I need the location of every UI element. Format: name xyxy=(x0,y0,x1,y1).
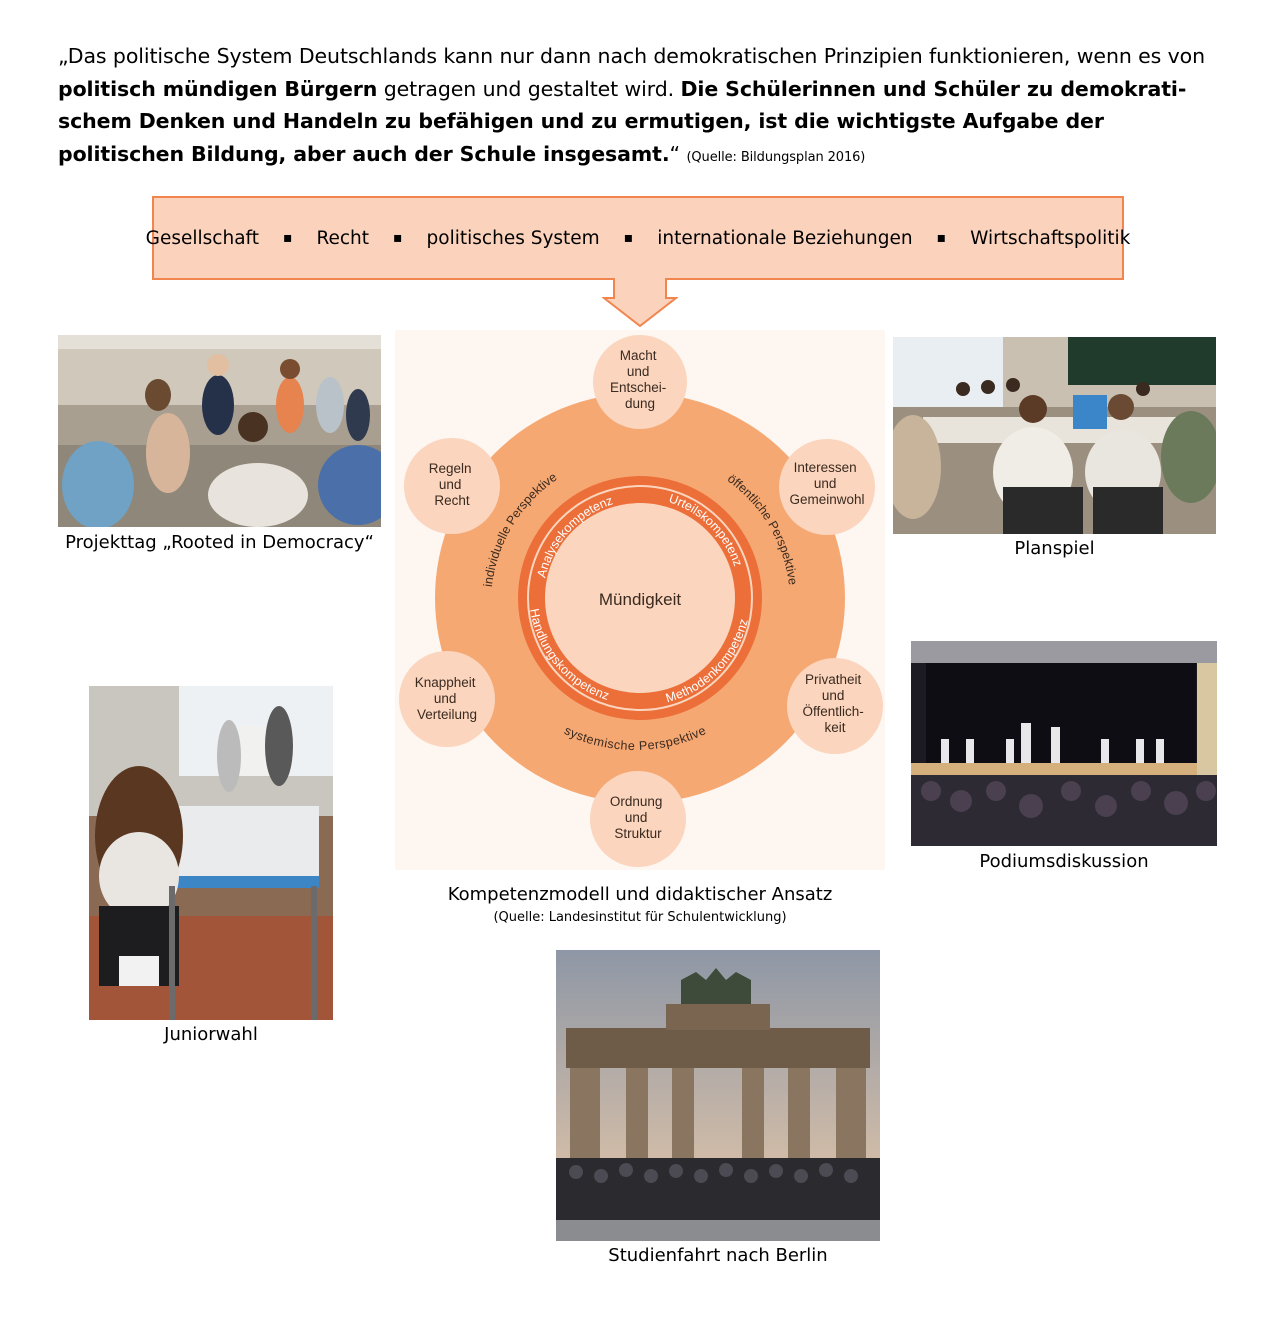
svg-text:Interessen und Gem: Interessen und Gemeinwohl xyxy=(789,460,864,507)
topic-separator: ▪ xyxy=(936,230,947,246)
bubble-ordnung-line: Struktur xyxy=(614,826,662,841)
bubble-privatheit-line: und xyxy=(822,688,845,703)
quote-close-mark: “ xyxy=(669,141,687,166)
model-source: (Quelle: Landesinstitut für Schulentwick… xyxy=(493,910,787,925)
quote-text-middle: getragen und gestaltet wird. xyxy=(377,76,681,101)
topic-internationale-beziehungen: internationale Beziehungen xyxy=(657,227,913,249)
bubble-macht: Macht und Entschei- dung xyxy=(593,335,687,429)
bubble-macht-line: und xyxy=(627,364,650,379)
caption-planspiel: Planspiel xyxy=(1014,538,1095,559)
topic-wirtschaftspolitik: Wirtschaftspolitik xyxy=(970,227,1131,249)
bubble-macht-line: Macht xyxy=(620,348,657,363)
topic-separator: ▪ xyxy=(282,230,293,246)
caption-podium: Podiumsdiskussion xyxy=(979,851,1149,872)
bubble-knappheit: Knappheit und Verteilung xyxy=(399,651,495,747)
topic-recht: Recht xyxy=(316,227,370,249)
bubble-interessen-line: Gemeinwohl xyxy=(789,492,864,507)
bubble-privatheit: Privatheit und Öffentlich- keit xyxy=(787,658,883,754)
photo-podium xyxy=(911,641,1217,846)
svg-text:Ordnung und Strukt: Ordnung und Struktur xyxy=(610,794,666,841)
bubble-privatheit-line: Privatheit xyxy=(805,672,862,687)
topic-separator: ▪ xyxy=(623,230,634,246)
svg-text:Privatheit und Öff: Privatheit und Öffentlich- keit xyxy=(802,672,867,735)
quote-bold-phrase: politisch mündigen Bürgern xyxy=(58,76,378,101)
topic-politisches-system: politisches System xyxy=(426,227,600,249)
bubble-regeln-line: Regeln xyxy=(429,461,472,476)
bubble-macht-line: dung xyxy=(625,396,655,411)
quote-source: (Quelle: Bildungsplan 2016) xyxy=(686,149,866,165)
topic-separator: ▪ xyxy=(393,230,403,246)
kompetenzmodell-diagram: Mündigkeit Analysekompetenz Urteilskompe… xyxy=(395,330,885,870)
photo-planspiel xyxy=(893,337,1216,534)
bubble-interessen-line: Interessen xyxy=(794,460,857,475)
bubble-privatheit-line: keit xyxy=(824,720,845,735)
bubble-regeln-line: und xyxy=(439,477,462,492)
topics-box: Gesellschaft ▪ Recht ▪ politisches Syste… xyxy=(146,196,1130,280)
topic-gesellschaft: Gesellschaft xyxy=(145,227,259,249)
bubble-ordnung: Ordnung und Struktur xyxy=(590,771,686,867)
bubble-interessen-line: und xyxy=(814,476,837,491)
center-label: Mündigkeit xyxy=(599,590,681,609)
bubble-knappheit-line: Knappheit xyxy=(415,675,476,690)
svg-text:Knappheit und Vert: Knappheit und Verteilung xyxy=(415,675,480,722)
photo-berlin xyxy=(556,950,880,1241)
quote-bold-sentence: Die Schülerinnen und Schüler zu demokrat… xyxy=(58,76,1187,166)
center-circle xyxy=(545,503,735,693)
bubble-ordnung-line: und xyxy=(625,810,648,825)
bubble-privatheit-line: Öffentlich- xyxy=(802,704,863,719)
intro-quote: „Das politische System Deutschlands kann… xyxy=(58,40,1208,174)
bubble-regeln-line: Recht xyxy=(434,493,470,508)
bubble-knappheit-line: Verteilung xyxy=(417,707,477,722)
bubble-interessen: Interessen und Gemeinwohl xyxy=(779,439,875,535)
caption-juniorwahl: Juniorwahl xyxy=(164,1024,258,1045)
caption-berlin: Studienfahrt nach Berlin xyxy=(608,1245,828,1266)
caption-projekttag: Projekttag „Rooted in Democracy“ xyxy=(65,532,374,553)
bubble-macht-line: Entschei- xyxy=(610,380,666,395)
model-caption: Kompetenzmodell und didaktischer Ansatz xyxy=(447,884,833,905)
bubble-knappheit-line: und xyxy=(434,691,457,706)
bubble-ordnung-line: Ordnung xyxy=(610,794,663,809)
bubble-regeln: Regeln und Recht xyxy=(404,438,500,534)
photo-projekttag xyxy=(58,335,381,527)
svg-text:Regeln und Recht: Regeln und Recht xyxy=(429,461,476,508)
down-arrow-icon xyxy=(602,278,678,328)
photo-juniorwahl xyxy=(89,686,333,1020)
quote-text-start: „Das politische System Deutschlands kann… xyxy=(58,44,1206,68)
svg-text:Macht und Entschei: Macht und Entschei- dung xyxy=(610,348,670,411)
